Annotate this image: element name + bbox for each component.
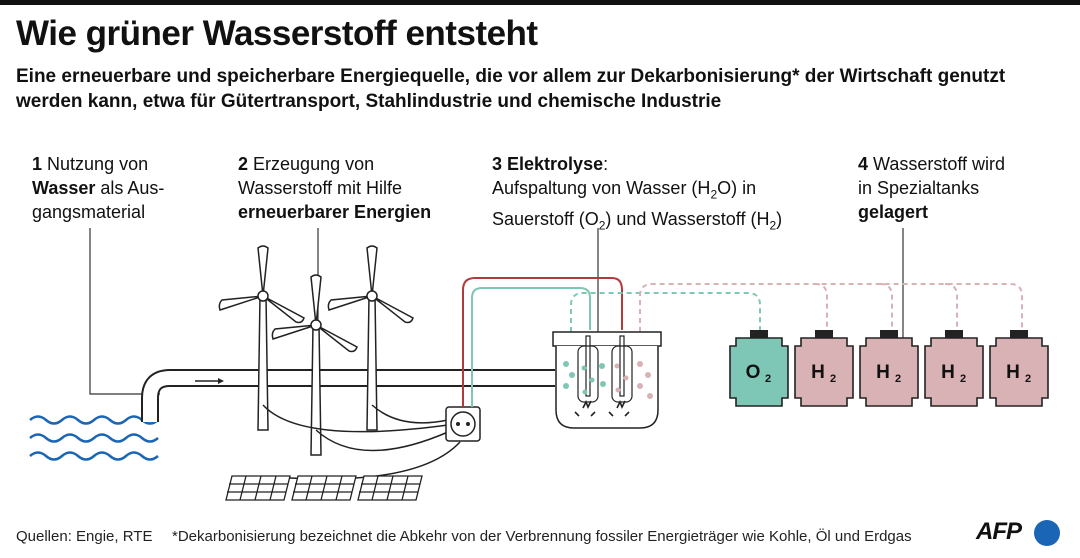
water-pipe xyxy=(141,369,555,422)
power-cables xyxy=(262,404,461,480)
step-3-label: 3 Elektrolyse: Aufspaltung von Wasser (H… xyxy=(492,154,783,233)
step-text: Nutzung von xyxy=(47,154,149,174)
tank-cap xyxy=(815,330,833,338)
water-icon xyxy=(29,415,159,461)
tank-cap xyxy=(1010,330,1028,338)
step-number: 4 xyxy=(858,154,869,174)
step-2-label: 2 Erzeugung von Wasserstoff mit Hilfe er… xyxy=(238,152,468,224)
step-text: Wasserstoff mit Hilfe xyxy=(238,178,403,198)
tank-label: H xyxy=(811,362,825,383)
step-bold: erneuerbarer Energien xyxy=(238,202,432,222)
tank-label: H xyxy=(876,362,890,383)
solar-panel xyxy=(225,475,291,501)
tank-label-subscript: 2 xyxy=(765,373,771,385)
footer-sources: Quellen: Engie, RTE xyxy=(16,528,153,545)
hydrogen-pipes xyxy=(639,283,1023,332)
afp-logo-dot-icon xyxy=(1034,520,1060,546)
footer-note: *Dekarbonisierung bezeichnet die Abkehr … xyxy=(172,528,912,545)
step-text: in Spezialtanks xyxy=(858,178,980,198)
top-rule xyxy=(0,0,1080,5)
tank-cap xyxy=(880,330,898,338)
tank-body xyxy=(989,337,1049,407)
solar-panel xyxy=(291,475,357,501)
power-socket-icon xyxy=(445,406,481,442)
tank-cap xyxy=(750,330,768,338)
tank-body xyxy=(794,337,854,407)
tank-body xyxy=(729,337,789,407)
step-text: Erzeugung von xyxy=(253,154,375,174)
step-bold: Wasser xyxy=(32,178,96,198)
tank-label-subscript: 2 xyxy=(830,373,836,385)
tank-cap xyxy=(945,330,963,338)
afp-logo: AFP xyxy=(976,518,1022,545)
step-text: als Aus-gangsmaterial xyxy=(32,178,165,222)
page-title: Wie grüner Wasserstoff entsteht xyxy=(16,14,538,53)
electrolyser xyxy=(552,331,662,429)
step-text: ) xyxy=(776,208,783,229)
tank-label-subscript: 2 xyxy=(1025,373,1031,385)
oxygen-pipe xyxy=(570,292,761,332)
step-4-label: 4 Wasserstoff wird in Spezialtanks gelag… xyxy=(858,152,1058,224)
step-text: Wasserstoff wird xyxy=(873,154,1006,174)
tank-body xyxy=(859,337,919,407)
wire-positive xyxy=(462,277,623,407)
wind-turbine xyxy=(271,274,358,456)
step-1-label: 1 Nutzung von Wasser als Aus-gangsmateri… xyxy=(32,152,202,224)
solar-panel xyxy=(357,475,423,501)
step-text: O) in xyxy=(717,178,757,198)
tank-body xyxy=(924,337,984,407)
tank-label-subscript: 2 xyxy=(960,373,966,385)
step-number: 3 xyxy=(492,154,503,174)
wind-turbine xyxy=(327,245,414,431)
step-text: ) und Wasserstoff (H xyxy=(605,208,770,229)
wire-negative xyxy=(471,287,591,407)
step-bold: gelagert xyxy=(858,202,929,222)
step-bold: Elektrolyse xyxy=(507,154,604,174)
solar-panels xyxy=(225,475,423,501)
step-text: Sauerstoff (O xyxy=(492,208,599,229)
step-number: 2 xyxy=(238,154,249,174)
tank-label-subscript: 2 xyxy=(895,373,901,385)
wind-turbines xyxy=(218,245,414,456)
tank-label: O xyxy=(746,362,761,383)
step-text: Aufspaltung von Wasser (H xyxy=(492,178,711,198)
tank-label: H xyxy=(941,362,955,383)
page-subtitle: Eine erneuerbare und speicherbare Energi… xyxy=(16,66,1006,112)
step-number: 1 xyxy=(32,154,43,174)
tank-label: H xyxy=(1006,362,1020,383)
wind-turbine xyxy=(218,245,305,431)
